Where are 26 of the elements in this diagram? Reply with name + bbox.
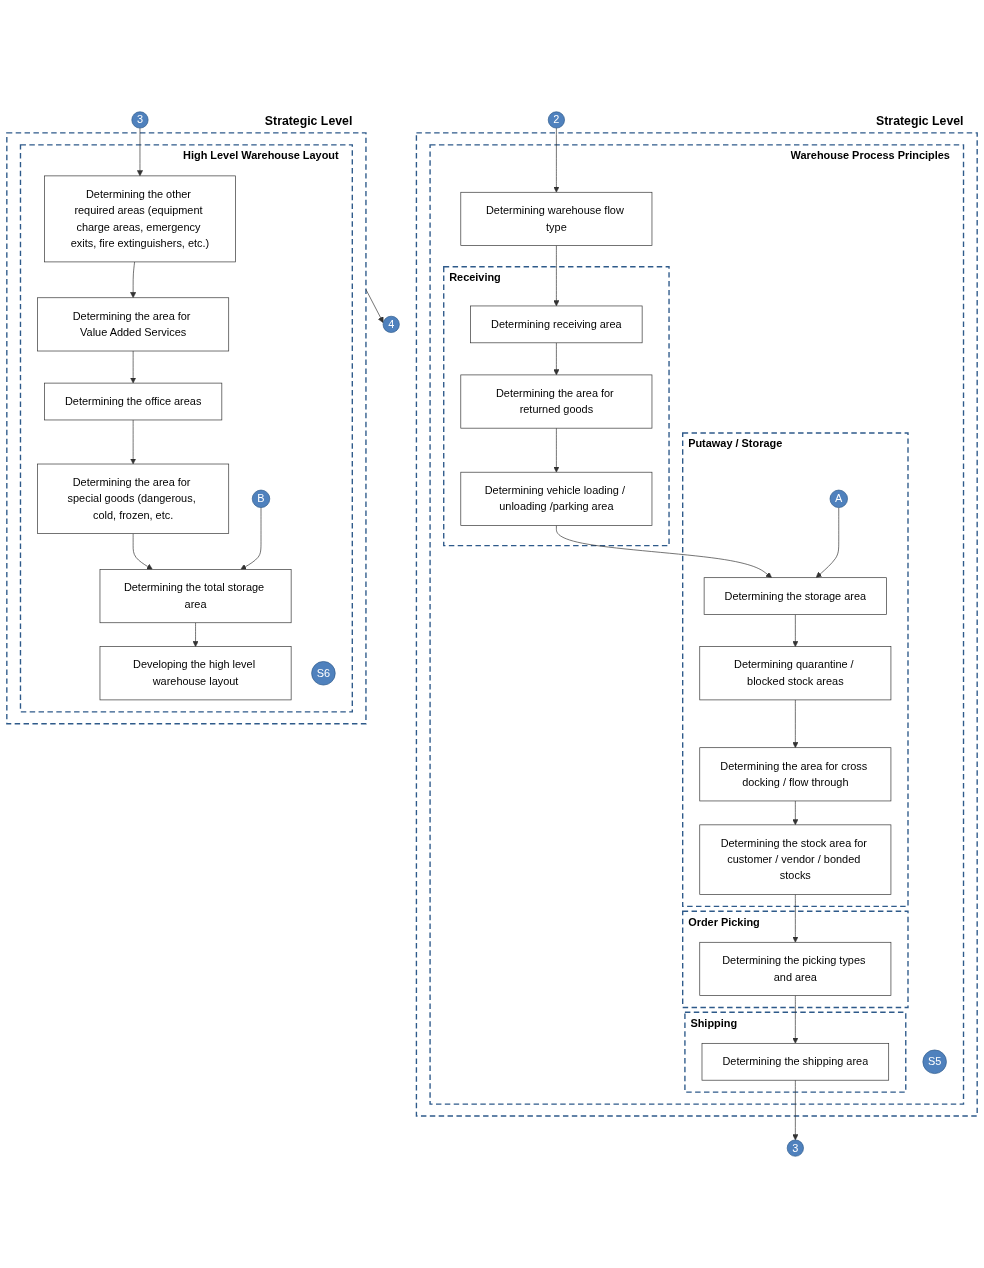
node-box: Determining the area for Value Added Services <box>37 297 230 352</box>
node-box: Determining the area for cross docking / flow through <box>699 747 892 802</box>
node-box: Determining receiving area <box>470 305 643 344</box>
node-label: Strategic Level <box>264 113 353 128</box>
node-box: Determining the area for special goods (dangerous, cold, frozen, etc. <box>37 463 230 534</box>
node-box: Determining the other required areas (equipment charge areas, emergency exits, fire extinguishers, etc.) <box>44 175 236 263</box>
node-box: Determining the picking types and area <box>699 941 892 996</box>
node-box: Developing the high level warehouse layout <box>99 646 292 701</box>
node-box: Determining the area for returned goods <box>460 374 653 429</box>
node-box: Determining warehouse flow type <box>460 191 653 246</box>
node-label: Strategic Level <box>876 113 964 128</box>
node-box: Determining quarantine / blocked stock areas <box>699 646 892 701</box>
node-box: Determining vehicle loading / unloading /parking area <box>460 471 653 526</box>
node-box: Determining the total storage area <box>99 569 292 624</box>
node-box: Determining the stock area for customer / vendor / bonded stocks <box>699 824 892 895</box>
node-circle: S5 <box>922 1049 947 1074</box>
node-circle: 3 <box>131 111 149 129</box>
node-circle: B <box>251 489 271 508</box>
node-circle: 3 <box>786 1139 804 1157</box>
node-circle: 2 <box>547 111 565 129</box>
node-circle: 4 <box>382 315 400 333</box>
node-box: Determining the shipping area <box>701 1043 890 1081</box>
node-circle: A <box>829 489 848 508</box>
node-box: Determining the office areas <box>44 382 223 421</box>
node-circle: S6 <box>311 661 336 686</box>
node-box: Determining the storage area <box>703 577 887 615</box>
